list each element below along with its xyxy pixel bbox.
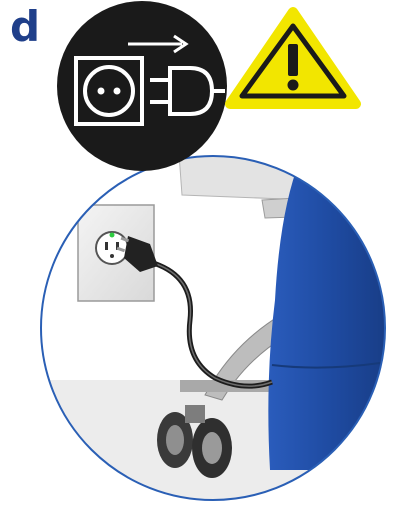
scene-circle <box>40 140 396 508</box>
unplug-icon <box>57 1 227 171</box>
appliance-body <box>268 160 396 470</box>
warning-triangle-icon <box>230 12 356 104</box>
